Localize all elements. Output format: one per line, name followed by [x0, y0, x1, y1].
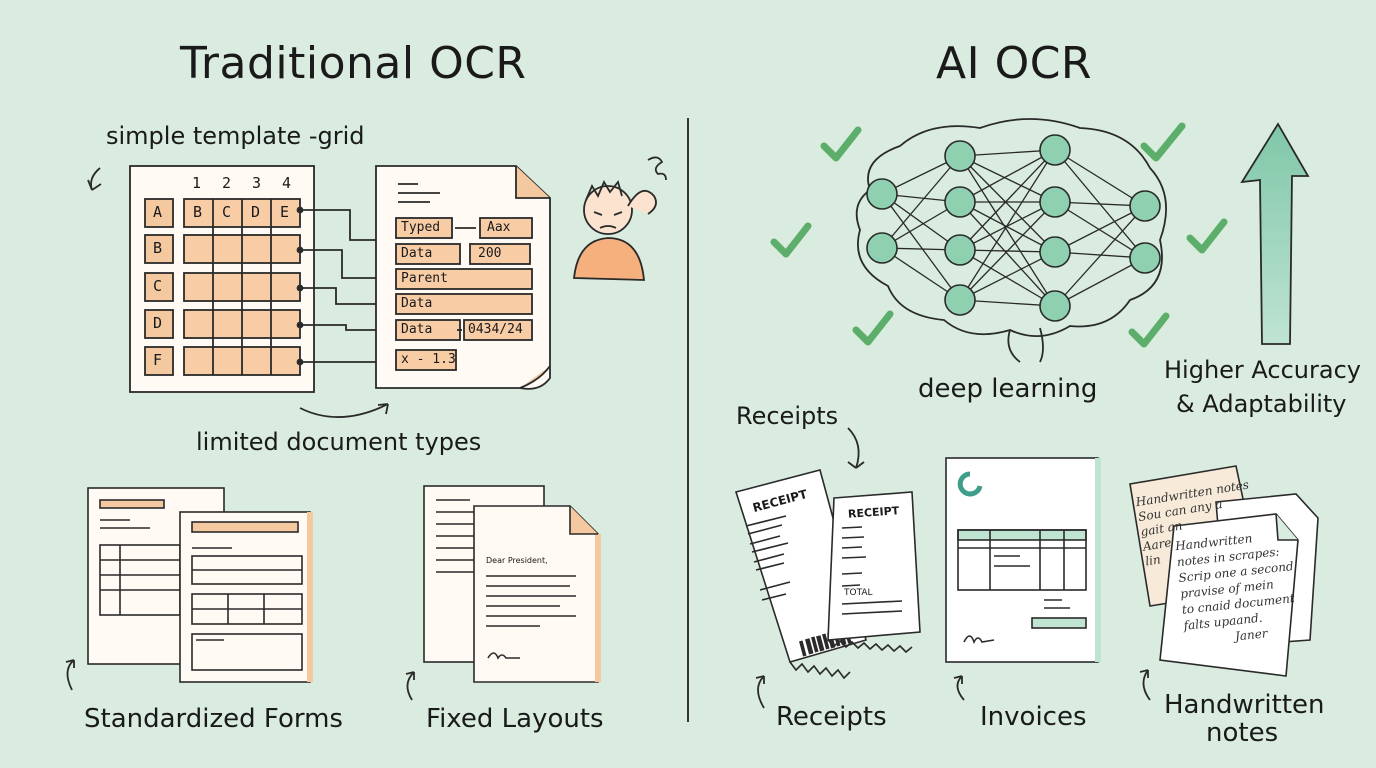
- caption-invoices: Invoices: [980, 702, 1087, 732]
- standardized-forms-docs: [87, 487, 313, 683]
- field-data-1: Data: [401, 246, 433, 261]
- template-grid: [87, 165, 396, 393]
- letter-salutation: Dear President,: [486, 556, 548, 565]
- grid-cell-b: B: [193, 203, 203, 221]
- row-label-d: D: [153, 314, 163, 332]
- field-200: 200: [478, 246, 502, 261]
- caption-receipts: Receipts: [776, 702, 887, 732]
- field-x: x - 1.3: [401, 352, 456, 367]
- field-parent: Parent: [401, 271, 448, 286]
- row-label-f: F: [153, 351, 163, 369]
- check-icons: [770, 122, 1228, 348]
- receipts-docs: [734, 469, 921, 680]
- receipt-total: TOTAL: [844, 588, 873, 598]
- field-data-2: Data: [401, 296, 433, 311]
- grid-cell-e: E: [280, 203, 290, 221]
- handwritten-notes-docs: [1129, 465, 1319, 677]
- col-number-2: 2: [222, 174, 232, 192]
- up-arrow-icon: [1240, 122, 1310, 345]
- left-title: Traditional OCR: [180, 38, 527, 89]
- fixed-layouts-docs: [423, 485, 601, 683]
- field-data-3: Data: [401, 322, 433, 337]
- col-number-4: 4: [282, 174, 292, 192]
- brain-network: [855, 118, 1167, 363]
- caption-fixed-layouts: Fixed Layouts: [426, 704, 604, 734]
- grid-cell-d: D: [251, 203, 261, 221]
- form-document: [375, 165, 551, 390]
- row-label-c: C: [153, 277, 163, 295]
- right-title: AI OCR: [936, 38, 1092, 89]
- accuracy-line-1: Higher Accuracy: [1164, 356, 1361, 384]
- invoice-doc: [945, 457, 1101, 663]
- limited-note: limited document types: [196, 428, 482, 456]
- col-number-1: 1: [192, 174, 202, 192]
- caption-handwritten-2: notes: [1206, 718, 1279, 748]
- accuracy-line-2: & Adaptability: [1176, 390, 1347, 418]
- caption-handwritten-1: Handwritten: [1164, 690, 1325, 720]
- row-label-b: B: [153, 239, 163, 257]
- confused-person: [573, 156, 667, 281]
- field-date: 0434/24: [468, 322, 523, 337]
- deep-learning-label: deep learning: [918, 374, 1098, 404]
- field-aax: Aax: [487, 220, 511, 235]
- limited-arrow: [299, 403, 389, 418]
- row-label-a: A: [153, 203, 163, 221]
- handwritten-note-front: Handwritten notes in scrapes: Scrip one …: [1174, 526, 1301, 649]
- caption-standardized-forms: Standardized Forms: [84, 704, 343, 734]
- col-number-3: 3: [252, 174, 262, 192]
- receipts-note: Receipts: [736, 402, 839, 430]
- field-typed: Typed: [401, 220, 441, 235]
- grid-cell-c: C: [222, 203, 232, 221]
- template-note: simple template -grid: [106, 122, 365, 150]
